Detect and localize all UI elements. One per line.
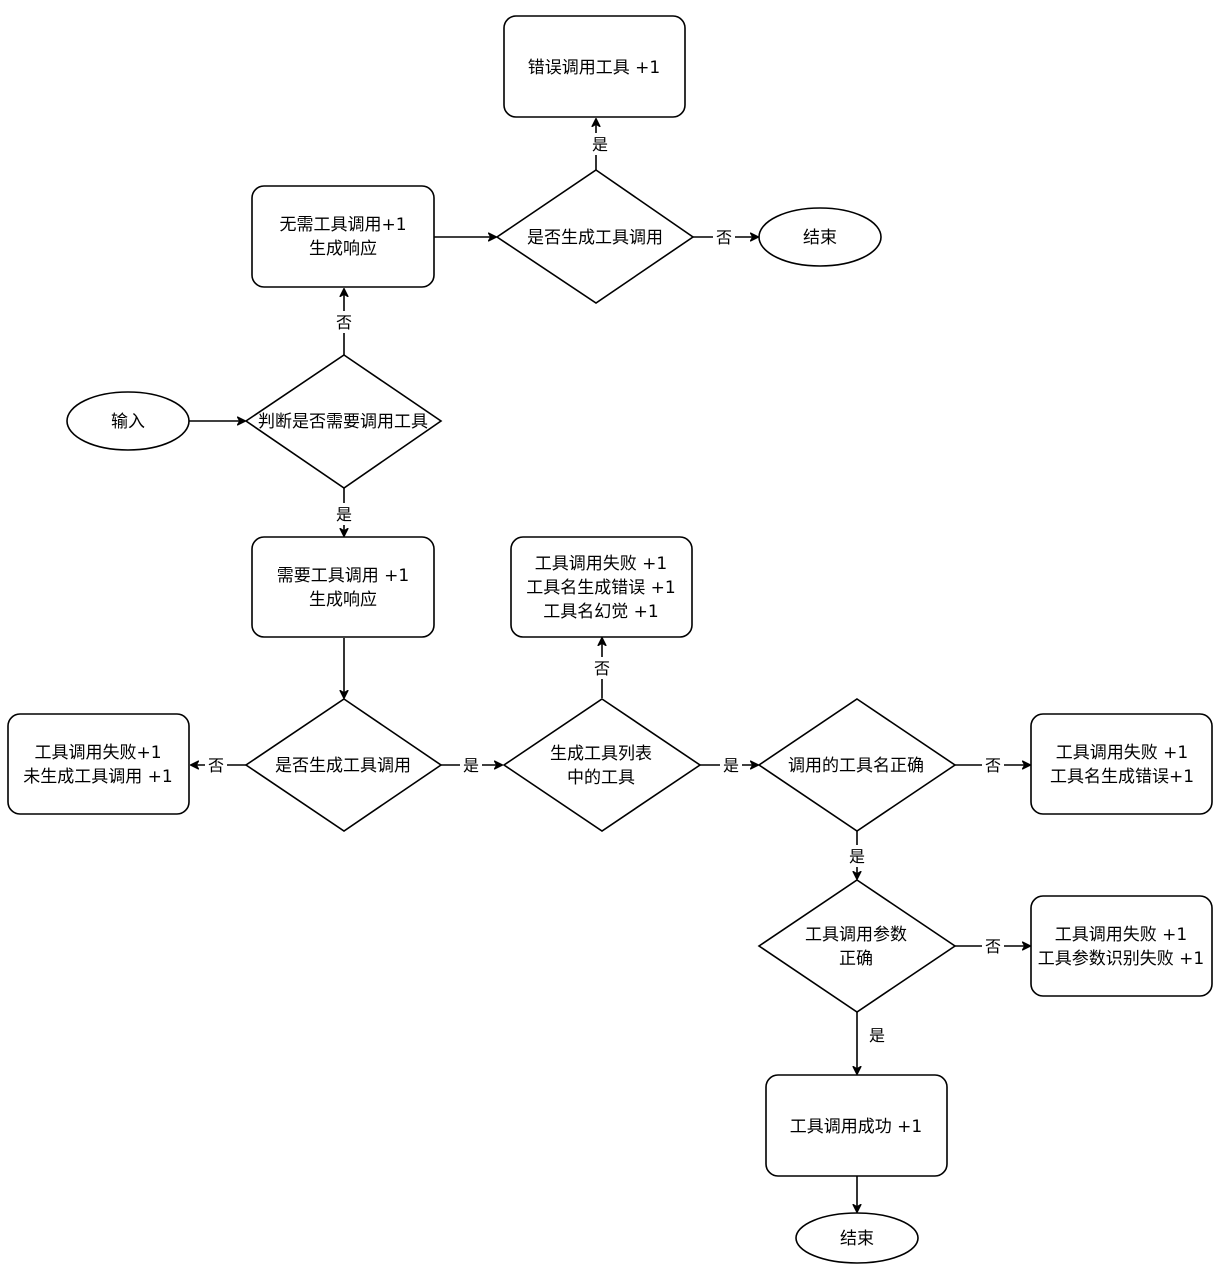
node-input: 输入 (66, 391, 190, 451)
node-param-error: 工具调用失败 +1 工具参数识别失败 +1 (1030, 895, 1213, 997)
node-not-generated: 工具调用失败+1 未生成工具调用 +1 (7, 713, 190, 815)
node-label-line: 工具名生成错误+1 (1050, 767, 1194, 787)
node-label: 结束 (840, 1229, 874, 1249)
node-end-top: 结束 (758, 207, 882, 267)
node-label-line: 调用的工具名正确 (788, 756, 924, 776)
node-label-line: 工具调用成功 +1 (790, 1117, 922, 1137)
svg-text:是: 是 (723, 756, 739, 775)
node-label: 无需工具调用+1 生成响应 (279, 215, 406, 259)
node-tool-needed: 需要工具调用 +1 生成响应 (251, 536, 435, 638)
edge-label-yes: 是 (334, 503, 354, 525)
node-label: 是否生成工具调用 (527, 228, 663, 248)
edge-label-yes: 是 (720, 754, 742, 776)
node-end-bottom: 结束 (795, 1212, 919, 1264)
node-label: 工具调用失败 +1 工具名生成错误 +1 工具名幻觉 +1 (526, 554, 675, 622)
svg-text:否: 否 (594, 659, 610, 678)
node-label-line: 需要工具调用 +1 (277, 566, 409, 586)
node-hallucination: 工具调用失败 +1 工具名生成错误 +1 工具名幻觉 +1 (510, 536, 693, 638)
node-name-correct: 调用的工具名正确 (757, 698, 957, 832)
node-success: 工具调用成功 +1 (765, 1074, 948, 1177)
node-label-line: 正确 (839, 949, 873, 969)
svg-text:是: 是 (869, 1026, 885, 1045)
svg-text:是: 是 (592, 135, 608, 154)
node-label-line: 结束 (803, 228, 837, 248)
edge-label-no: 否 (334, 311, 354, 333)
node-label: 输入 (111, 412, 145, 432)
node-label-line: 是否生成工具调用 (275, 756, 411, 776)
svg-text:是: 是 (463, 756, 479, 775)
node-label-line: 工具名幻觉 +1 (543, 602, 658, 622)
node-label: 工具调用参数正确 (805, 925, 907, 969)
node-label-line: 工具调用参数 (805, 925, 907, 945)
node-label: 工具调用失败 +1 工具名生成错误+1 (1050, 743, 1194, 787)
node-label: 生成工具列表中的工具 (550, 744, 652, 788)
edge-label-yes: 是 (847, 845, 867, 867)
edge-label-no: 否 (713, 226, 735, 248)
edge-labels: 是 否 否 是 否 是 否 是 (205, 133, 1004, 1046)
node-label-line: 是否生成工具调用 (527, 228, 663, 248)
node-judge-need: 判断是否需要调用工具 (244, 354, 443, 489)
svg-text:否: 否 (716, 228, 732, 247)
edge-label-no: 否 (982, 935, 1004, 957)
svg-text:否: 否 (336, 313, 352, 332)
edge-label-yes: 是 (590, 133, 608, 155)
node-name-error: 工具调用失败 +1 工具名生成错误+1 (1030, 713, 1213, 815)
node-no-tool-needed: 无需工具调用+1 生成响应 (251, 185, 435, 288)
node-in-tool-list: 生成工具列表中的工具 (502, 698, 702, 832)
node-label-line: 错误调用工具 +1 (528, 58, 660, 78)
node-label: 结束 (803, 228, 837, 248)
node-label-line: 工具名生成错误 +1 (526, 578, 675, 598)
node-label-line: 工具调用失败 +1 (1055, 925, 1187, 945)
svg-text:否: 否 (208, 756, 224, 775)
node-label: 是否生成工具调用 (275, 756, 411, 776)
node-label-line: 工具调用失败 +1 (1056, 743, 1188, 763)
edge-label-no: 否 (982, 754, 1004, 776)
node-label-line: 工具参数识别失败 +1 (1038, 949, 1204, 969)
node-params-correct: 工具调用参数正确 (757, 879, 957, 1013)
svg-text:否: 否 (985, 756, 1001, 775)
edge-label-yes: 是 (460, 754, 482, 776)
node-label-line: 生成工具列表 (550, 744, 652, 764)
node-label-line: 判断是否需要调用工具 (258, 412, 428, 432)
edge-label-yes: 是 (866, 1024, 888, 1046)
node-label-line: 生成响应 (309, 590, 377, 610)
node-gen-call-top: 是否生成工具调用 (495, 169, 695, 304)
svg-text:是: 是 (849, 847, 865, 866)
node-label-line: 未生成工具调用 +1 (23, 767, 172, 787)
node-label-line: 中的工具 (567, 768, 635, 788)
node-label: 错误调用工具 +1 (528, 58, 660, 78)
node-label-line: 输入 (111, 412, 145, 432)
node-label: 判断是否需要调用工具 (258, 412, 428, 432)
node-label-line: 生成响应 (309, 239, 377, 259)
node-gen-call-mid: 是否生成工具调用 (244, 698, 443, 832)
node-label: 调用的工具名正确 (788, 756, 924, 776)
nodes: 错误调用工具 +1 无需工具调用+1 生成响应 需要工具调用 +1 生成响应 工具调… (7, 15, 1213, 1264)
node-label-line: 工具调用失败+1 (34, 743, 161, 763)
node-label: 工具调用失败+1 未生成工具调用 +1 (23, 743, 172, 787)
node-label: 工具调用失败 +1 工具参数识别失败 +1 (1038, 925, 1204, 969)
edge-label-no: 否 (592, 657, 612, 679)
edge-label-no: 否 (205, 754, 227, 776)
svg-text:是: 是 (336, 505, 352, 524)
node-label: 工具调用成功 +1 (790, 1117, 922, 1137)
node-error-call: 错误调用工具 +1 (503, 15, 686, 118)
node-label: 需要工具调用 +1 生成响应 (277, 566, 409, 610)
svg-text:否: 否 (985, 937, 1001, 956)
node-label-line: 无需工具调用+1 (279, 215, 406, 235)
node-label-line: 工具调用失败 +1 (535, 554, 667, 574)
node-label-line: 结束 (840, 1229, 874, 1249)
